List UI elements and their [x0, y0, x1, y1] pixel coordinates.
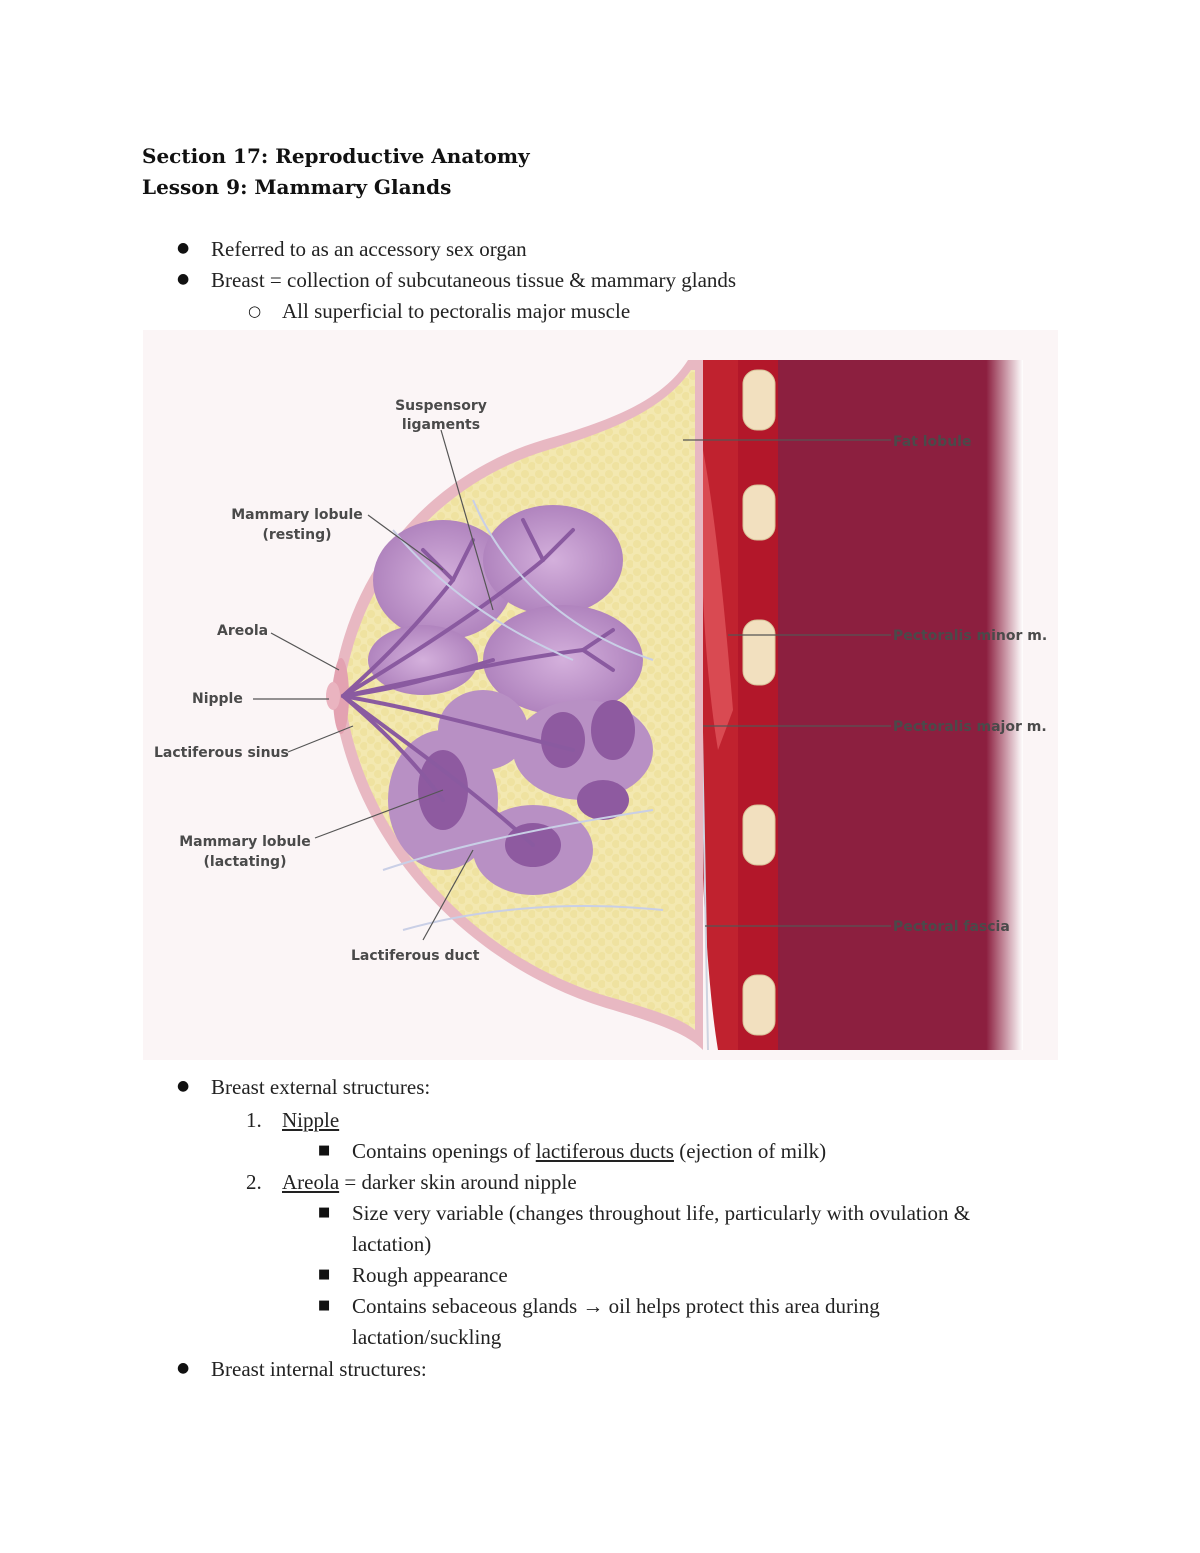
external-item1-sub-link: lactiferous ducts — [535, 1139, 674, 1163]
label-lactiferous-sinus: Lactiferous sinus — [154, 745, 289, 761]
label-areola: Areola — [217, 623, 268, 639]
external-item2: Areola = darker skin around nipple — [282, 1170, 577, 1195]
bullet-square-icon: ■ — [318, 1205, 331, 1220]
bullet-square-icon: ■ — [318, 1267, 331, 1282]
bullet-dot-icon: ● — [177, 1078, 190, 1094]
external-item2-term: Areola — [282, 1170, 340, 1194]
external-item2-sub3-line1: Contains sebaceous glands → oil helps pr… — [352, 1294, 880, 1318]
label-pectoral-fascia: Pectoral fascia — [893, 919, 1010, 935]
label-leader-lines — [253, 429, 891, 941]
external-item1-term: Nipple — [282, 1108, 340, 1132]
bullet-dot-icon: ● — [177, 1360, 190, 1376]
breast-anatomy-figure: Suspensory ligaments Mammary lobule (res… — [143, 330, 1058, 1060]
section-title: Section 17: Reproductive Anatomy — [142, 144, 530, 168]
label-pectoralis-major: Pectoralis major m. — [893, 719, 1047, 735]
breast-anatomy-illustration: Suspensory ligaments Mammary lobule (res… — [143, 330, 1058, 1060]
label-mammary-lactating-line1: Mammary lobule — [179, 834, 311, 850]
external-item2-sub3-line2: lactation/suckling — [352, 1325, 502, 1349]
label-suspensory-line1: Suspensory — [395, 398, 487, 414]
external-item1-sub-text-b: (ejection of milk) — [673, 1139, 827, 1163]
label-pectoralis-minor: Pectoralis minor m. — [893, 628, 1047, 644]
nipple — [326, 682, 340, 710]
label-nipple: Nipple — [192, 691, 243, 707]
external-item2-rest: = darker skin around nipple — [339, 1170, 577, 1194]
external-item1-sub-text-a: Contains openings of — [352, 1139, 536, 1163]
external-item2-sub1-line2: lactation) — [352, 1232, 432, 1256]
chest-wall — [778, 360, 1023, 1050]
mammary-lobules-lactating — [388, 690, 653, 895]
external-item2-sub2: Rough appearance — [352, 1263, 508, 1287]
lesson-title: Lesson 9: Mammary Glands — [142, 175, 452, 199]
pectoralis-minor-muscle — [701, 450, 733, 750]
ribs — [742, 369, 776, 1036]
bullet-square-icon: ■ — [318, 1143, 331, 1158]
internal-heading: Breast internal structures: — [211, 1357, 427, 1381]
intro-sub-bullet-superficial: All superficial to pectoralis major musc… — [282, 299, 631, 323]
external-item2-number: 2. — [246, 1170, 262, 1194]
external-item1-number: 1. — [246, 1108, 262, 1132]
label-mammary-lactating-line2: (lactating) — [204, 854, 287, 870]
bullet-dot-icon: ● — [177, 240, 190, 256]
lactiferous-ducts — [341, 518, 615, 847]
intro-bullet-accessory: Referred to as an accessory sex organ — [211, 237, 527, 261]
label-mammary-resting-line2: (resting) — [262, 527, 331, 543]
label-fat-lobule: Fat lobule — [893, 434, 971, 450]
bullet-circle-icon: ○ — [248, 302, 262, 320]
suspensory-ligaments — [382, 499, 664, 931]
intro-bullet-breast: Breast = collection of subcutaneous tiss… — [211, 268, 737, 292]
external-heading: Breast external structures: — [211, 1075, 431, 1099]
bullet-dot-icon: ● — [177, 271, 190, 287]
label-lactiferous-duct: Lactiferous duct — [351, 948, 480, 964]
external-item1-sub: Contains openings of lactiferous ducts (… — [352, 1139, 826, 1164]
label-mammary-resting-line1: Mammary lobule — [231, 507, 363, 523]
label-suspensory-line2: ligaments — [402, 417, 480, 433]
bullet-square-icon: ■ — [318, 1298, 331, 1313]
external-item2-sub1-line1: Size very variable (changes throughout l… — [352, 1201, 971, 1225]
